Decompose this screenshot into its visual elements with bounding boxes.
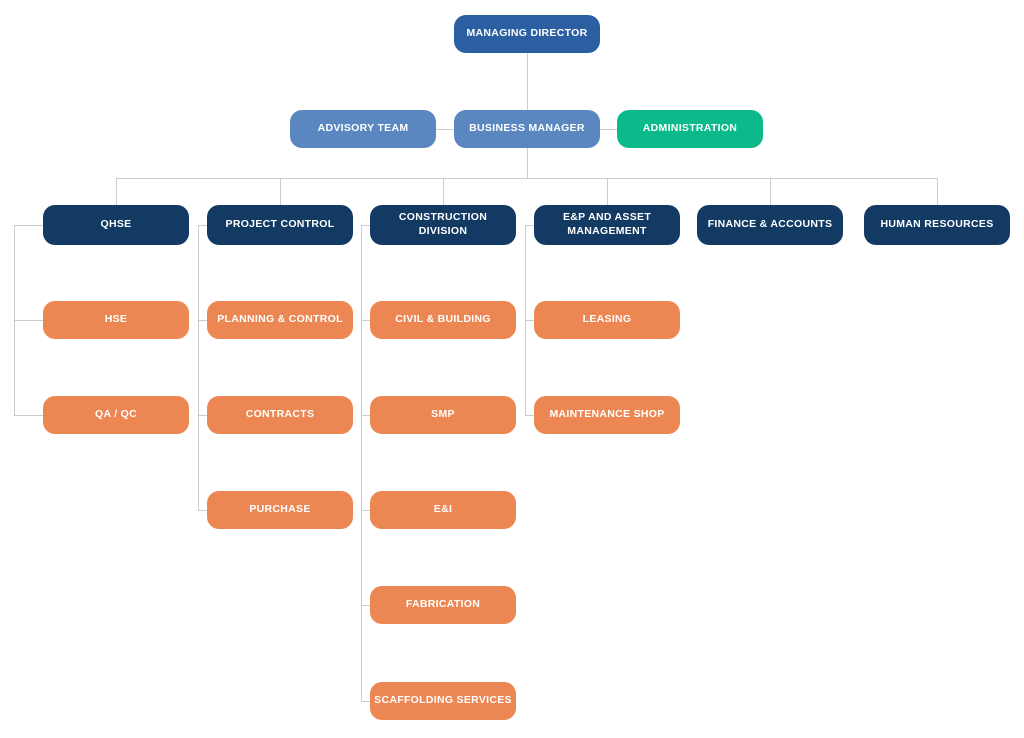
node-unit-qa-qc: QA / QC	[43, 396, 189, 434]
connector-line	[361, 510, 370, 511]
node-unit-civil-building: CIVIL & BUILDING	[370, 301, 516, 339]
connector-line	[436, 129, 454, 130]
connector-line	[116, 178, 117, 205]
connector-line	[198, 415, 207, 416]
node-dept-human-resources: HUMAN RESOURCES	[864, 205, 1010, 245]
node-dept-ep-asset-management: E&P AND ASSET MANAGEMENT	[534, 205, 680, 245]
connector-line	[361, 225, 370, 226]
node-unit-hse: HSE	[43, 301, 189, 339]
node-unit-smp: SMP	[370, 396, 516, 434]
connector-line	[116, 178, 938, 179]
node-dept-construction-division: CONSTRUCTION DIVISION	[370, 205, 516, 245]
connector-line	[198, 225, 199, 510]
node-unit-planning-control: PLANNING & CONTROL	[207, 301, 353, 339]
node-dept-qhse: QHSE	[43, 205, 189, 245]
connector-line	[525, 415, 534, 416]
node-managing-director: MANAGING DIRECTOR	[454, 15, 600, 53]
connector-line	[525, 320, 534, 321]
node-business-manager: BUSINESS MANAGER	[454, 110, 600, 148]
connector-line	[361, 701, 370, 702]
connector-line	[198, 510, 207, 511]
connector-line	[525, 225, 534, 226]
connector-line	[937, 178, 938, 205]
node-administration: ADMINISTRATION	[617, 110, 763, 148]
node-dept-finance-accounts: FINANCE & ACCOUNTS	[697, 205, 843, 245]
connector-line	[770, 178, 771, 205]
node-dept-project-control: PROJECT CONTROL	[207, 205, 353, 245]
connector-line	[527, 53, 528, 110]
connector-line	[600, 129, 617, 130]
node-unit-purchase: PURCHASE	[207, 491, 353, 529]
connector-line	[198, 225, 207, 226]
node-unit-maintenance-shop: MAINTENANCE SHOP	[534, 396, 680, 434]
connector-line	[443, 178, 444, 205]
connector-line	[280, 178, 281, 205]
connector-line	[361, 225, 362, 701]
node-unit-e-and-i: E&I	[370, 491, 516, 529]
connector-line	[527, 148, 528, 178]
connector-line	[607, 178, 608, 205]
connector-line	[361, 320, 370, 321]
connector-line	[14, 320, 43, 321]
node-unit-contracts: CONTRACTS	[207, 396, 353, 434]
node-unit-leasing: LEASING	[534, 301, 680, 339]
connector-line	[361, 415, 370, 416]
connector-line	[14, 415, 43, 416]
connector-line	[14, 225, 43, 226]
connector-line	[361, 605, 370, 606]
node-advisory-team: ADVISORY TEAM	[290, 110, 436, 148]
connector-line	[198, 320, 207, 321]
node-unit-fabrication: FABRICATION	[370, 586, 516, 624]
node-unit-scaffolding-services: SCAFFOLDING SERVICES	[370, 682, 516, 720]
